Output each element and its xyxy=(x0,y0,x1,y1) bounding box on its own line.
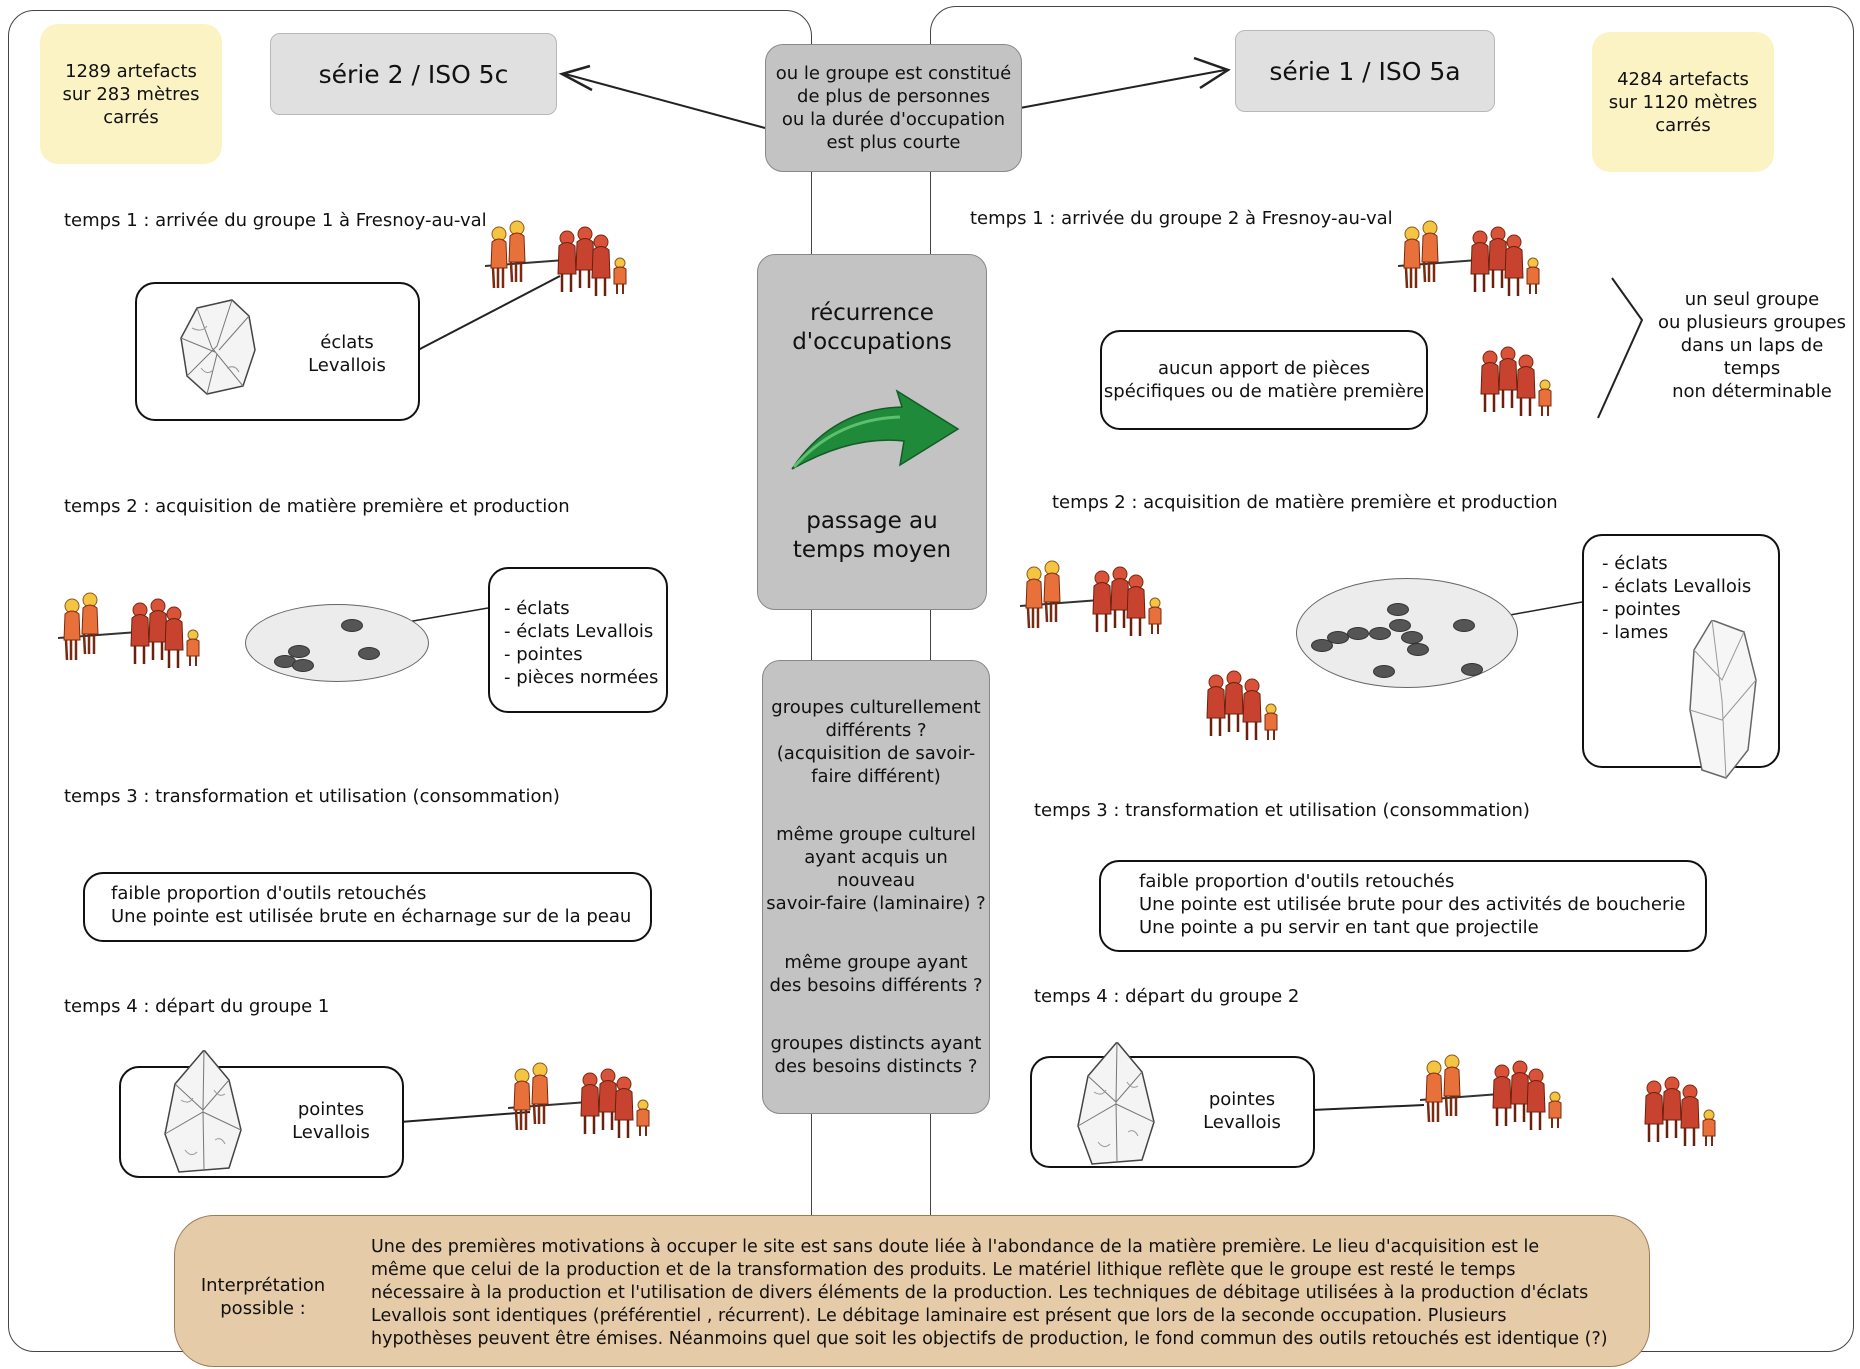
left-t4-label: temps 4 : départ du groupe 1 xyxy=(64,996,330,1017)
right-group-arrival-icon xyxy=(1398,216,1578,324)
right-production-area xyxy=(1296,578,1518,688)
right-t3-box: faible proportion d'outils retouchés Une… xyxy=(1099,860,1707,952)
left-t3-box: faible proportion d'outils retouchés Une… xyxy=(83,872,652,942)
left-artefact-count: 1289 artefacts sur 283 mètres carrés xyxy=(40,24,222,164)
debris-dot xyxy=(1453,619,1475,632)
hypothesis-4: groupes distincts ayant des besoins dist… xyxy=(770,1032,982,1077)
interpretation-text: Une des premières motivations à occuper … xyxy=(371,1237,1608,1349)
left-t2-item: - pièces normées xyxy=(504,667,659,688)
debris-dot xyxy=(341,619,363,632)
right-artefact-count: 4284 artefacts sur 1120 mètres carrés xyxy=(1592,32,1774,172)
debris-dot xyxy=(1387,603,1409,616)
debris-dot xyxy=(1389,619,1411,632)
right-groups-note: un seul groupe ou plusieurs groupes dans… xyxy=(1657,288,1847,402)
left-t4-box: pointes Levallois xyxy=(119,1050,404,1178)
interpretation-label: Interprétation possible : xyxy=(200,1275,326,1319)
hypothesis-3: même groupe ayant des besoins différents… xyxy=(769,951,983,996)
right-t2-item: - pointes xyxy=(1602,599,1681,620)
right-t2-item: - lames xyxy=(1602,622,1669,643)
debris-dot xyxy=(358,647,380,660)
recurrence-title: récurrence d'occupations xyxy=(792,300,952,355)
debris-dot xyxy=(288,645,310,658)
interpretation-box: Interprétation possible : Une des premiè… xyxy=(174,1215,1650,1367)
left-t1-box: éclats Levallois xyxy=(135,282,420,421)
flake-icon xyxy=(180,299,256,395)
left-group-arrival-icon xyxy=(485,216,665,324)
recurrence-box: récurrence d'occupations passage au temp… xyxy=(757,254,987,610)
right-t1-label: temps 1 : arrivée du groupe 2 à Fresnoy-… xyxy=(970,208,1393,229)
point-icon xyxy=(1077,1042,1155,1165)
left-group-departure-icon xyxy=(508,1058,688,1166)
left-serie-label: série 2 / ISO 5c xyxy=(270,33,557,115)
blade-icon xyxy=(1689,620,1757,779)
debris-dot xyxy=(1461,663,1483,676)
left-t2-item: - pointes xyxy=(504,644,583,665)
right-t3-box-text: faible proportion d'outils retouchés Une… xyxy=(1139,871,1686,938)
right-group-production-second-icon xyxy=(1206,670,1296,770)
left-t2-label: temps 2 : acquisition de matière premièr… xyxy=(64,496,570,517)
center-top-box: ou le groupe est constitué de plus de pe… xyxy=(765,44,1022,172)
right-t1-box: aucun apport de pièces spécifiques ou de… xyxy=(1100,330,1428,430)
point-icon xyxy=(164,1050,242,1173)
left-t1-box-text: éclats Levallois xyxy=(308,332,386,376)
right-t2-item: - éclats Levallois xyxy=(1602,576,1752,597)
debris-dot xyxy=(1401,631,1423,644)
left-production-area xyxy=(245,604,429,682)
right-t2-label: temps 2 : acquisition de matière premièr… xyxy=(1052,492,1558,513)
debris-dot xyxy=(1347,627,1369,640)
hypothesis-2: même groupe culturel ayant acquis un nou… xyxy=(766,824,986,915)
debris-dot xyxy=(1369,627,1391,640)
debris-dot xyxy=(1407,643,1429,656)
right-t4-box-text: pointes Levallois xyxy=(1203,1089,1281,1133)
right-t3-label: temps 3 : transformation et utilisation … xyxy=(1034,800,1530,821)
left-t3-label: temps 3 : transformation et utilisation … xyxy=(64,786,560,807)
debris-dot xyxy=(1311,639,1333,652)
right-group-departure-second-icon xyxy=(1644,1076,1734,1176)
right-t4-label: temps 4 : départ du groupe 2 xyxy=(1034,986,1300,1007)
left-t2-item: - éclats Levallois xyxy=(504,621,654,642)
curved-arrow-icon xyxy=(791,389,960,470)
right-group-second-icon xyxy=(1480,346,1570,446)
left-t4-box-text: pointes Levallois xyxy=(292,1099,370,1143)
hypotheses-box: groupes culturellement différents ? (acq… xyxy=(762,660,990,1114)
passage-title: passage au temps moyen xyxy=(792,508,952,563)
hypothesis-1: groupes culturellement différents ? (acq… xyxy=(771,697,981,788)
debris-dot xyxy=(292,659,314,672)
left-t3-box-text: faible proportion d'outils retouchés Une… xyxy=(111,883,632,927)
left-t1-label: temps 1 : arrivée du groupe 1 à Fresnoy-… xyxy=(64,210,487,231)
right-group-departure-icon xyxy=(1420,1050,1600,1158)
left-t2-list-box: - éclats - éclats Levallois - pointes - … xyxy=(488,567,668,713)
left-t2-item: - éclats xyxy=(504,598,570,619)
right-serie-label: série 1 / ISO 5a xyxy=(1235,30,1495,112)
debris-dot xyxy=(1373,665,1395,678)
right-t2-item: - éclats xyxy=(1602,553,1668,574)
left-group-production-icon xyxy=(58,588,238,696)
right-t4-box: pointes Levallois xyxy=(1030,1042,1315,1168)
right-group-production-icon xyxy=(1020,556,1200,664)
